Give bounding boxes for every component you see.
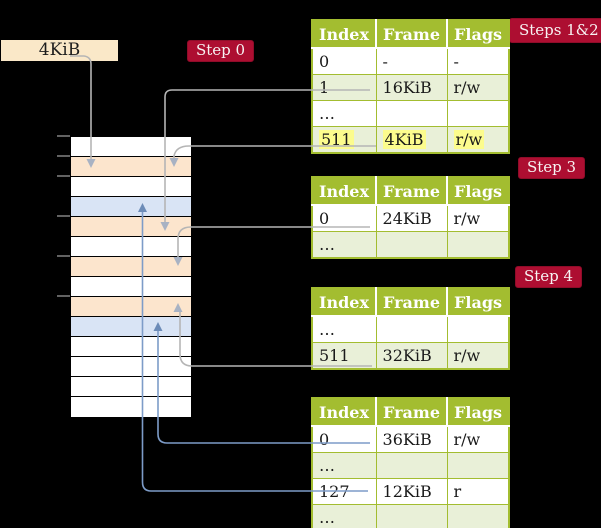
steps1and2-badge: Steps 1&2 <box>509 18 601 43</box>
table-cell: … <box>311 315 377 343</box>
memory-frame-row-white <box>71 337 191 357</box>
table-cell: 4KiB <box>375 126 448 154</box>
table-cell: r/w <box>446 74 510 101</box>
table-cell: r/w <box>446 126 510 154</box>
table-cell: … <box>311 452 377 479</box>
table-cell: … <box>311 231 377 259</box>
step0-badge: Step 0 <box>187 40 255 62</box>
column-header-flags: Flags <box>447 177 510 206</box>
table-cell: … <box>311 504 377 528</box>
table-cell: 36KiB <box>375 425 448 453</box>
column-header-frame: Frame <box>376 398 449 427</box>
memory-frame-row-white <box>71 357 191 377</box>
table-cell <box>375 100 448 127</box>
column-header-index: Index <box>312 398 378 427</box>
memory-frame-row-white <box>71 137 191 157</box>
table-cell: 16KiB <box>375 74 448 101</box>
table-cell: 12KiB <box>375 478 448 505</box>
table-cell <box>375 231 448 259</box>
table-cell <box>446 100 510 127</box>
table-cell <box>375 315 448 343</box>
memory-frame-row-white <box>71 397 191 417</box>
root-frame-address-box: 4KiB <box>1 40 118 61</box>
column-header-flags: Flags <box>447 20 510 49</box>
table-row: … <box>311 452 510 479</box>
step3-badge: Step 3 <box>518 157 586 179</box>
memory-frame-row-blue <box>71 317 191 337</box>
memory-frame-row-peach <box>71 297 191 317</box>
table-cell: 24KiB <box>375 204 448 232</box>
table-cell: 0 <box>311 425 377 453</box>
highlighted-value: r/w <box>453 130 485 149</box>
table-cell: 0 <box>311 47 377 75</box>
table-cell: … <box>311 100 377 127</box>
table-row: … <box>311 504 510 528</box>
table-cell: 127 <box>311 478 377 505</box>
table-cell <box>446 231 510 259</box>
table-cell: r <box>446 478 510 505</box>
highlighted-value: 4KiB <box>382 130 426 149</box>
table-cell: - <box>375 47 448 75</box>
step4-badge: Step 4 <box>515 266 583 288</box>
column-header-flags: Flags <box>447 398 510 427</box>
column-header-frame: Frame <box>376 288 449 317</box>
memory-frame-row-white <box>71 277 191 297</box>
memory-frame-row-blue <box>71 197 191 217</box>
table-cell: r/w <box>446 425 510 453</box>
table-cell: 511 <box>311 126 377 154</box>
table-cell <box>446 504 510 528</box>
table-cell: r/w <box>446 342 510 370</box>
memory-frame-row-peach <box>71 157 191 177</box>
memory-frame-row-peach <box>71 257 191 277</box>
table-cell: 511 <box>311 342 377 370</box>
table-cell <box>446 452 510 479</box>
column-header-flags: Flags <box>447 288 510 317</box>
physical-memory-column <box>70 136 192 418</box>
table-cell: 0 <box>311 204 377 232</box>
table-cell <box>375 452 448 479</box>
table-row: … <box>311 100 510 127</box>
column-header-index: Index <box>312 177 378 206</box>
table-row: 0-- <box>311 47 510 75</box>
table-row: … <box>311 231 510 259</box>
column-header-frame: Frame <box>376 177 449 206</box>
table-row: 511 4KiB r/w <box>311 126 510 154</box>
column-header-index: Index <box>312 20 378 49</box>
table-cell: 32KiB <box>375 342 448 370</box>
table-cell: 1 <box>311 74 377 101</box>
memory-frame-row-white <box>71 237 191 257</box>
memory-address-ticks <box>57 135 70 297</box>
table-cell <box>375 504 448 528</box>
memory-frame-row-peach <box>71 217 191 237</box>
table-row: … <box>311 315 510 343</box>
highlighted-value: 511 <box>319 130 354 149</box>
memory-frame-row-white <box>71 377 191 397</box>
column-header-index: Index <box>312 288 378 317</box>
column-header-frame: Frame <box>376 20 449 49</box>
table-cell <box>446 315 510 343</box>
table-cell: r/w <box>446 204 510 232</box>
table-cell: - <box>446 47 510 75</box>
memory-frame-row-white <box>71 177 191 197</box>
